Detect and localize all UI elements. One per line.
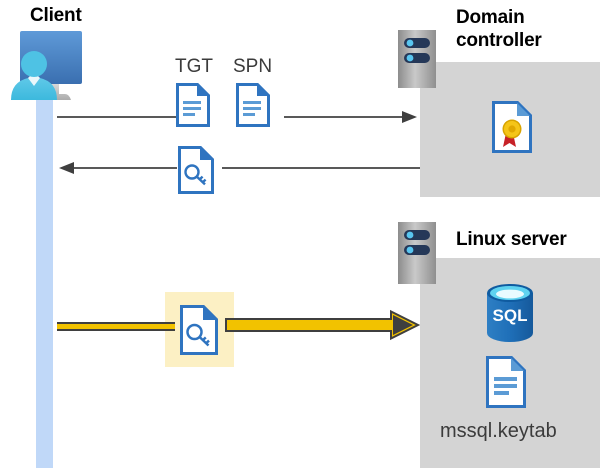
- artifact-label-spn: SPN: [233, 56, 273, 77]
- client-computer-icon: [6, 30, 96, 102]
- server-rack-icon-linux-server: [398, 222, 436, 284]
- sql-database-icon: SQL: [484, 284, 536, 342]
- message-authenticate-line-left: [57, 322, 175, 331]
- message-response-line-left: [57, 161, 177, 175]
- artifact-label-tgt: TGT: [175, 56, 213, 77]
- certificate-icon: [492, 101, 532, 153]
- server-rack-icon-domain-controller: [398, 30, 436, 88]
- linux-server-title: Linux server: [456, 229, 567, 250]
- domain-controller-title-line2: controller: [456, 30, 542, 51]
- message-response-line-right: [222, 167, 420, 169]
- message-request-line-right: [284, 110, 420, 124]
- key-document-icon-authenticate: [180, 305, 218, 355]
- svg-text:SQL: SQL: [493, 306, 528, 325]
- keytab-file-label: mssql.keytab: [440, 420, 557, 442]
- domain-controller-title-line1: Domain: [456, 7, 525, 28]
- document-icon-spn: [236, 83, 270, 127]
- key-document-icon-response: [178, 146, 214, 194]
- message-authenticate-line-right: [225, 309, 421, 341]
- client-title: Client: [30, 5, 82, 26]
- document-icon-keytab: [486, 356, 526, 408]
- document-icon-tgt: [176, 83, 210, 127]
- client-lifeline: [36, 74, 53, 468]
- message-request-line-left: [57, 116, 176, 118]
